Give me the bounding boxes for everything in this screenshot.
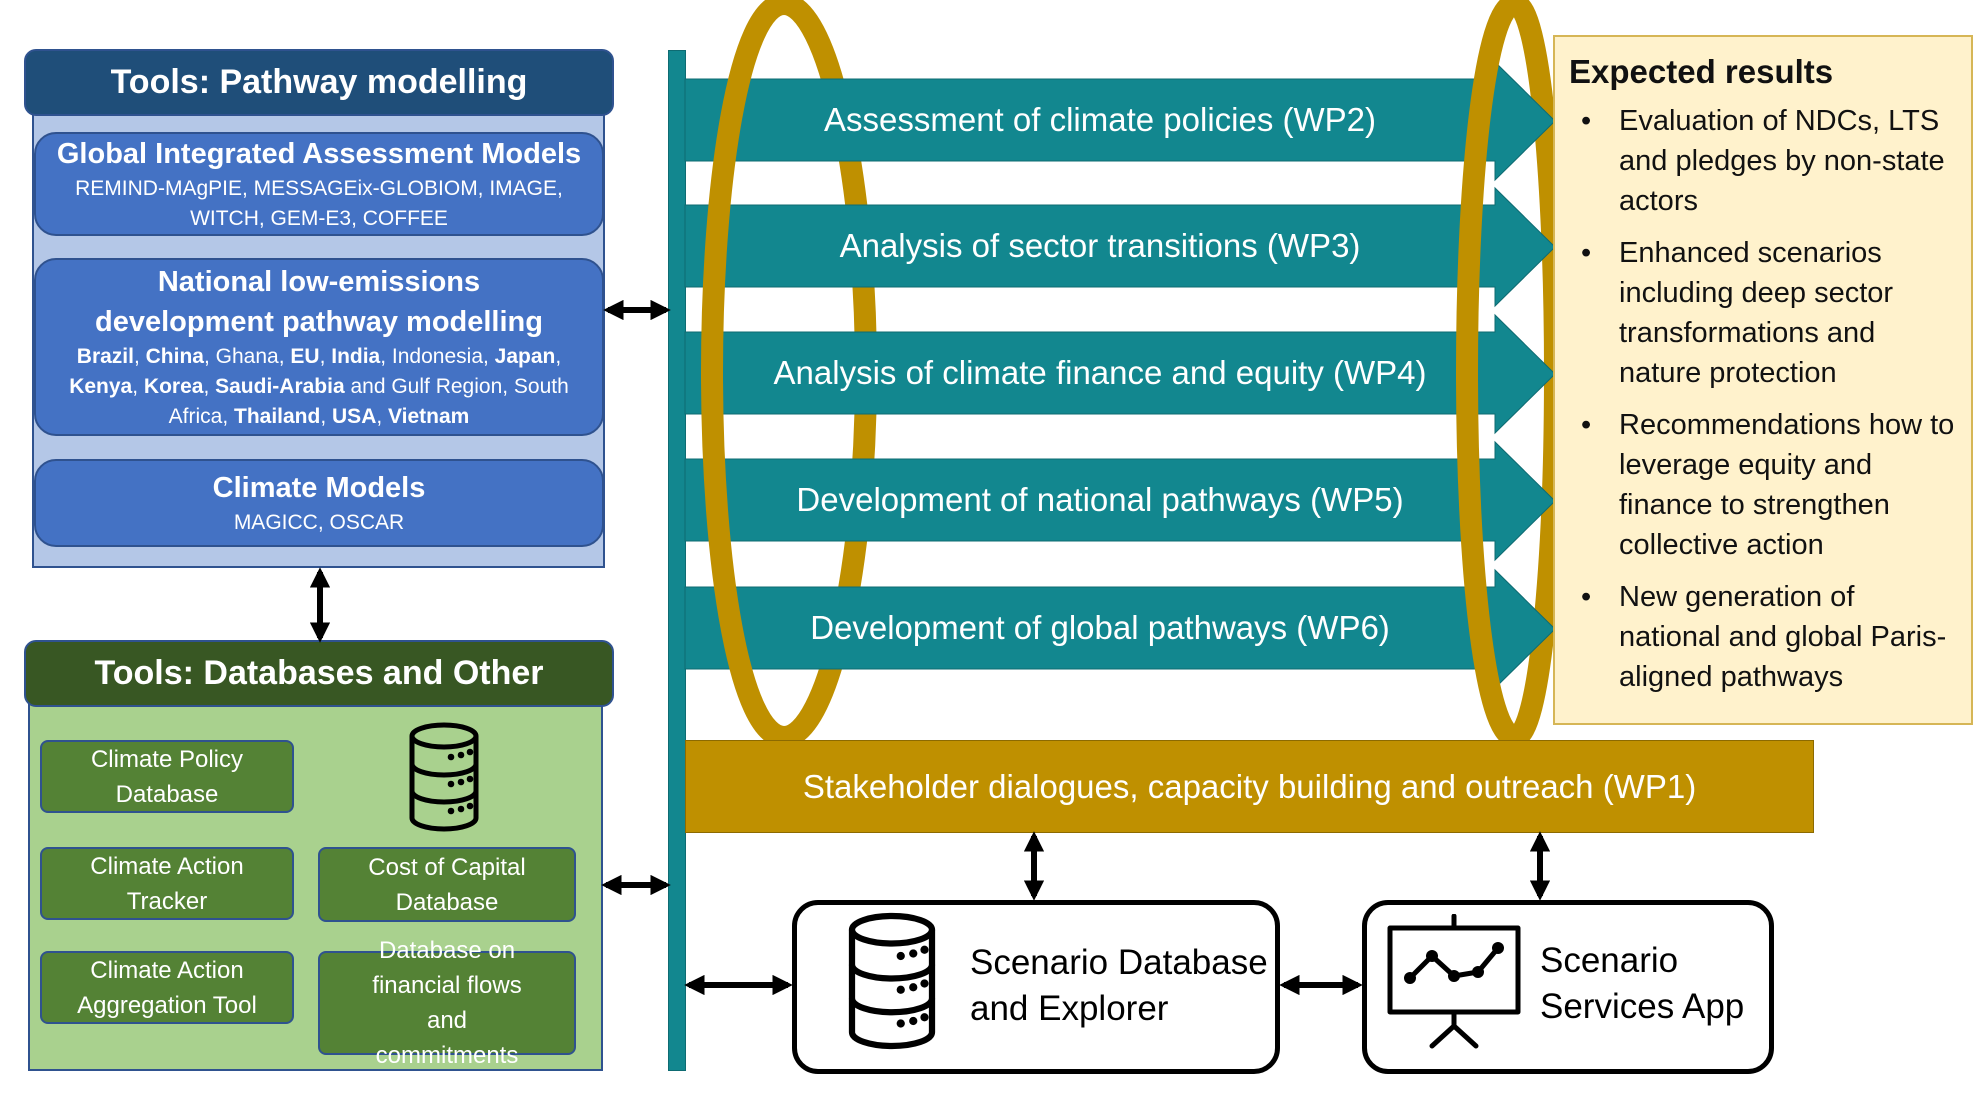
country-segment: , bbox=[319, 345, 332, 368]
country-segment: , bbox=[133, 345, 146, 368]
country-segment: USA bbox=[332, 405, 377, 428]
pathway-modelling-header: Tools: Pathway modelling bbox=[24, 49, 614, 116]
country-segment: , bbox=[555, 345, 562, 368]
country-segment: Kenya bbox=[69, 375, 133, 398]
bullet: • bbox=[1581, 409, 1592, 441]
left-ring-front bbox=[700, 0, 786, 740]
wp4-label: Analysis of climate finance and equity (… bbox=[773, 354, 1427, 391]
climate-models-list: MAGICC, OSCAR bbox=[233, 511, 405, 534]
databases-title: Tools: Databases and Other bbox=[94, 654, 544, 692]
country-segment: Korea bbox=[143, 375, 204, 398]
wp5-arrow bbox=[684, 440, 1556, 562]
wp3-arrow bbox=[684, 186, 1556, 308]
expected-result-item: • Recommendations how to leverage equity … bbox=[1569, 405, 1957, 565]
scenario-app-line1: Scenario bbox=[1540, 941, 1679, 980]
country-segment: Brazil bbox=[76, 345, 134, 368]
national-modelling-box: National low-emissions development pathw… bbox=[34, 258, 604, 436]
presentation-chart-icon bbox=[1387, 914, 1521, 1049]
country-segment: , Ghana, bbox=[203, 345, 291, 368]
country-segment: Thailand bbox=[234, 405, 321, 428]
country-segment: India bbox=[331, 345, 381, 368]
country-segment: Vietnam bbox=[388, 405, 470, 428]
aggregation-tool-box: Climate Action Aggregation Tool bbox=[40, 951, 294, 1024]
climate-models-box: Climate Models MAGICC, OSCAR bbox=[34, 459, 604, 547]
expected-result-text: Recommendations how to leverage equity a… bbox=[1619, 409, 1955, 561]
cost-of-capital-database-box: Cost of Capital Database bbox=[318, 847, 576, 922]
scenario-app-label: Scenario Services App bbox=[1540, 938, 1765, 1030]
wp1-bar: Stakeholder dialogues, capacity building… bbox=[685, 740, 1814, 833]
right-ring-front bbox=[1455, 0, 1519, 740]
wp5-label: Development of national pathways (WP5) bbox=[796, 481, 1404, 518]
expected-results-title: Expected results bbox=[1569, 53, 1834, 90]
climate-policy-database-box: Climate Policy Database bbox=[40, 740, 294, 813]
scenario-app-line2: Services App bbox=[1540, 987, 1745, 1026]
country-segment: , bbox=[376, 405, 389, 428]
national-modelling-countries: Brazil, China, Ghana, EU, India, Indones… bbox=[50, 342, 588, 432]
scenario-database-line1: Scenario Database bbox=[970, 943, 1268, 982]
global-iam-models-line1: REMIND-MAgPIE, MESSAGEix-GLOBIOM, IMAGE, bbox=[75, 177, 563, 200]
country-segment: , bbox=[203, 375, 216, 398]
wp4-arrow bbox=[684, 313, 1556, 435]
scenario-database-line2: and Explorer bbox=[970, 989, 1169, 1028]
country-segment: China bbox=[145, 345, 204, 368]
climate-action-tracker-box: Climate Action Tracker bbox=[40, 847, 294, 920]
expected-result-item: • Evaluation of NDCs, LTS and pledges by … bbox=[1569, 101, 1957, 221]
global-iam-title: Global Integrated Assessment Models bbox=[56, 138, 582, 170]
country-segment: Saudi-Arabia bbox=[215, 375, 345, 398]
wp1-label: Stakeholder dialogues, capacity building… bbox=[802, 767, 1697, 805]
country-segment: , bbox=[132, 375, 144, 398]
climate-models-title: Climate Models bbox=[212, 472, 426, 504]
bullet: • bbox=[1581, 237, 1592, 269]
country-segment: Japan bbox=[494, 345, 556, 368]
expected-result-text: Enhanced scenarios including deep sector… bbox=[1619, 237, 1894, 389]
country-segment: , bbox=[320, 405, 333, 428]
scenario-database-icon bbox=[848, 912, 936, 1050]
database-icon bbox=[409, 722, 479, 832]
country-segment: EU bbox=[290, 345, 320, 368]
wp6-arrow bbox=[684, 568, 1556, 690]
global-iam-box: Global Integrated Assessment Models REMI… bbox=[34, 132, 604, 236]
expected-results-box: Expected results • Evaluation of NDCs, LT… bbox=[1553, 35, 1973, 725]
expected-result-text: New generation of national and global Pa… bbox=[1619, 581, 1947, 693]
wp2-label: Assessment of climate policies (WP2) bbox=[824, 101, 1376, 138]
wp6-label: Development of global pathways (WP6) bbox=[810, 609, 1390, 646]
wp3-label: Analysis of sector transitions (WP3) bbox=[839, 227, 1361, 264]
pathway-modelling-title: Tools: Pathway modelling bbox=[110, 63, 528, 101]
bullet: • bbox=[1581, 105, 1592, 137]
country-segment: , Indonesia, bbox=[380, 345, 495, 368]
national-modelling-title-line2: development pathway modelling bbox=[95, 306, 543, 338]
expected-result-text: Evaluation of NDCs, LTS and pledges by n… bbox=[1619, 105, 1945, 217]
expected-result-item: • New generation of national and global P… bbox=[1569, 577, 1957, 697]
national-modelling-title-line1: National low-emissions bbox=[157, 266, 481, 298]
expected-result-item: • Enhanced scenarios including deep secto… bbox=[1569, 233, 1957, 393]
global-iam-models-line2: WITCH, GEM-E3, COFFEE bbox=[190, 207, 448, 230]
integration-bar bbox=[668, 50, 686, 1071]
databases-header: Tools: Databases and Other bbox=[24, 640, 614, 707]
scenario-database-label: Scenario Database and Explorer bbox=[970, 940, 1270, 1032]
country-segment: and Gulf Region, South Africa, bbox=[168, 375, 569, 428]
bullet: • bbox=[1581, 581, 1592, 613]
